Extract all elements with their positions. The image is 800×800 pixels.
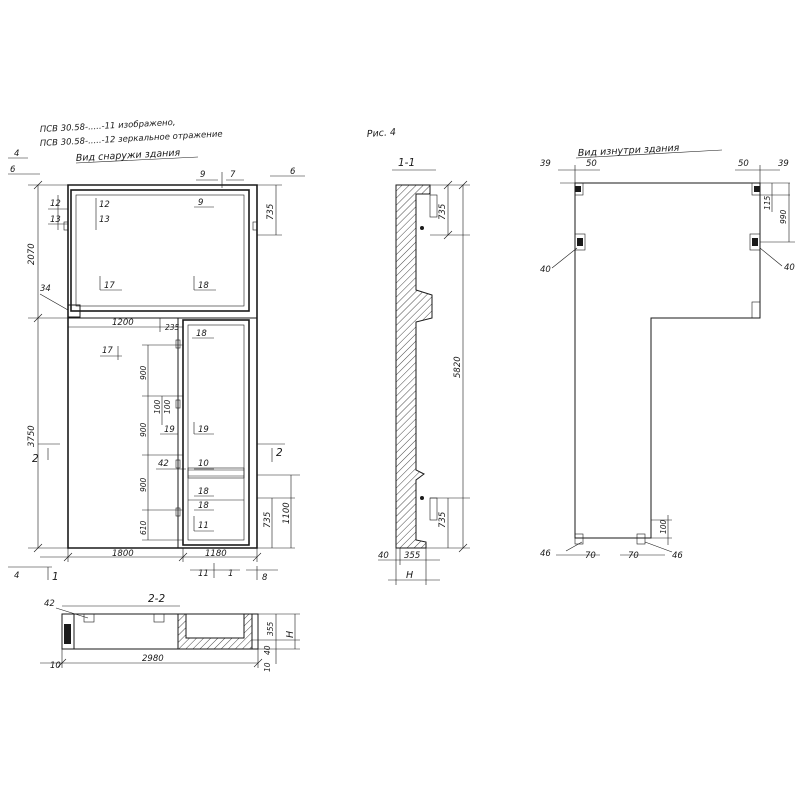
mark-19b: 19	[198, 425, 209, 435]
s11-dim-355: 355	[404, 551, 420, 561]
section-2-right: 2	[276, 447, 283, 459]
mark-18b: 18	[196, 329, 207, 339]
dim-bottom-1: 1	[228, 569, 233, 579]
section-2-left: 2	[32, 453, 39, 465]
dim-top-6-right: 6	[290, 167, 296, 177]
s11-dim-735-top: 735	[438, 204, 448, 220]
mark-34: 34	[40, 284, 51, 294]
s22-channel-hatched	[177, 613, 253, 650]
back-view: Вид изнутри здания 39 50 50 39	[540, 143, 795, 561]
s22-dim-355: 355	[266, 621, 275, 636]
mark-11: 11	[198, 521, 209, 531]
window-frame	[70, 189, 250, 312]
s11-dim-H: H	[406, 570, 413, 581]
back-panel-outline	[574, 182, 761, 539]
dim-v-610: 610	[139, 520, 148, 535]
dim-bottom-1800: 1800	[112, 549, 134, 559]
s22-dim-10-right: 10	[263, 662, 272, 672]
mark-13b: 13	[99, 215, 110, 225]
panel-outline	[67, 184, 258, 549]
mark-13a: 13	[50, 215, 61, 225]
back-dim-100: 100	[659, 519, 668, 534]
section-1-1-title: 1-1	[398, 157, 415, 169]
figure-label: Рис. 4	[366, 127, 396, 140]
door-frame	[182, 319, 250, 546]
dim-bottom-4: 4	[14, 571, 19, 581]
mark-9a: 9	[200, 170, 205, 180]
back-dim-70-right: 70	[628, 551, 639, 561]
back-dim-70-left: 70	[585, 551, 596, 561]
section-1-1: 1-1 735 5820 735 40 355 H	[378, 157, 470, 585]
back-dim-50-left: 50	[586, 159, 597, 169]
mark-17b: 17	[102, 346, 113, 356]
s11-dim-735-bottom: 735	[438, 512, 448, 528]
outside-view-title: Вид снаружи здания	[76, 148, 181, 164]
front-view: 2070 3750 4 6 6 9 7 9 12 13 12 13 17 18	[8, 149, 305, 583]
s22-rib-left	[61, 613, 75, 650]
dim-mid-1200: 1200	[112, 318, 134, 328]
mark-12a: 12	[50, 199, 61, 209]
s22-dim-40: 40	[263, 645, 272, 655]
insert-left-40	[574, 233, 586, 251]
dim-right-735-bottom: 735	[263, 512, 273, 528]
mark-18a: 18	[198, 281, 209, 291]
dim-v-100a: 100	[153, 399, 162, 414]
mark-7: 7	[230, 170, 236, 180]
section-2-2-title: 2-2	[148, 593, 165, 605]
inside-view-title: Вид изнутри здания	[578, 143, 680, 159]
dim-v-900-c: 900	[139, 477, 148, 492]
header-notes: ПСВ 30.58-.....-11 изображено, ПСВ 30.58…	[40, 118, 397, 164]
dim-top-4-left: 4	[14, 149, 19, 159]
s11-slab	[395, 184, 433, 549]
back-dim-46-left: 46	[540, 549, 551, 559]
dim-left-top: 2070	[27, 243, 37, 265]
mark-9b: 9	[198, 198, 203, 208]
dim-bottom-8: 8	[262, 573, 268, 583]
mark-10: 10	[198, 459, 209, 469]
dim-right-1100: 1100	[282, 502, 292, 524]
dim-bottom-11: 11	[198, 569, 209, 579]
dim-left-bottom: 3750	[27, 425, 37, 447]
back-dim-40-right: 40	[784, 263, 795, 273]
s22-dim-2980: 2980	[142, 654, 164, 664]
mark-18d: 18	[198, 501, 209, 511]
mark-18c: 18	[198, 487, 209, 497]
s22-mark-42: 42	[44, 599, 55, 609]
back-dim-39-right: 39	[778, 159, 789, 169]
section-1-left: 1	[52, 571, 59, 583]
back-dim-46-right: 46	[672, 551, 683, 561]
dim-v-900-a: 900	[139, 365, 148, 380]
s22-dim-H: H	[285, 631, 296, 638]
section-2-2: 2-2 42 2980 10 355 40 10 H	[40, 593, 300, 672]
dim-mid-235: 235	[165, 323, 180, 332]
window-frame-inner	[75, 194, 245, 307]
back-dim-990: 990	[779, 209, 788, 224]
dim-right-735-top: 735	[266, 204, 276, 220]
mark-17a: 17	[104, 281, 115, 291]
dim-v-900-b: 900	[139, 422, 148, 437]
mark-12b: 12	[99, 200, 110, 210]
mark-42: 42	[158, 459, 169, 469]
window-opening-outer	[67, 184, 258, 319]
dim-v-100b: 100	[163, 399, 172, 414]
s11-dim-5820: 5820	[453, 356, 463, 378]
back-dim-115: 115	[763, 195, 772, 210]
back-dim-50-right: 50	[738, 159, 749, 169]
door-frame-inner	[187, 324, 245, 541]
back-dim-39-left: 39	[540, 159, 551, 169]
s11-dim-40: 40	[378, 551, 389, 561]
dim-top-6-left: 6	[10, 165, 16, 175]
corner-detail-34	[67, 304, 81, 318]
mark-19a: 19	[164, 425, 175, 435]
dim-bottom-1180: 1180	[205, 549, 227, 559]
back-dim-40-left: 40	[540, 265, 551, 275]
s22-dim-10-left: 10	[50, 661, 61, 671]
